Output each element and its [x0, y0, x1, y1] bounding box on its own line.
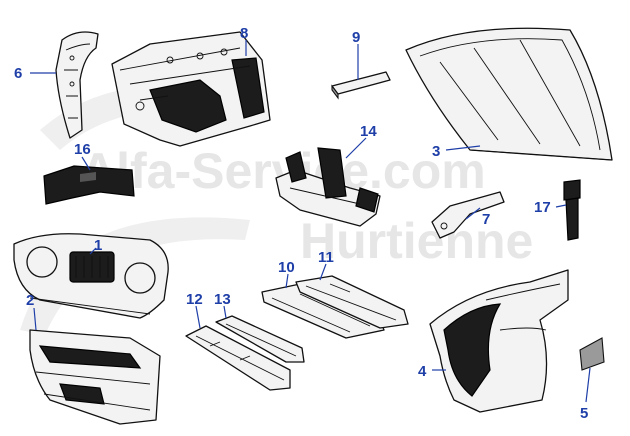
part-4-front-wing[interactable]: [429, 269, 569, 413]
callout-4[interactable]: 4: [418, 363, 427, 380]
part-17-plug[interactable]: [563, 179, 581, 241]
part-16-trim[interactable]: [43, 165, 135, 205]
leader-lines: [30, 40, 591, 403]
part-11-cowl[interactable]: [295, 275, 409, 329]
callout-1[interactable]: 1: [94, 237, 102, 254]
callout-7[interactable]: 7: [482, 211, 490, 228]
callout-12[interactable]: 12: [186, 291, 203, 308]
callout-16[interactable]: 16: [74, 141, 91, 158]
part-5-small-panel[interactable]: [579, 337, 605, 371]
part-1-front-panel[interactable]: [13, 233, 169, 319]
part-7-bracket[interactable]: [431, 191, 505, 239]
callout-9[interactable]: 9: [352, 29, 360, 46]
part-13-rail[interactable]: [215, 315, 305, 363]
callout-11[interactable]: 11: [318, 249, 334, 266]
callout-2[interactable]: 2: [26, 292, 34, 309]
part-8-bulkhead[interactable]: [111, 31, 271, 147]
callout-6[interactable]: 6: [14, 65, 22, 82]
part-2-valance[interactable]: [29, 329, 161, 425]
part-12-rail[interactable]: [185, 325, 291, 391]
callout-14[interactable]: 14: [360, 123, 377, 140]
callout-3[interactable]: 3: [432, 143, 440, 160]
part-6-pillar-panel[interactable]: [55, 31, 99, 139]
part-3-bonnet[interactable]: [405, 27, 613, 161]
part-14-mount[interactable]: [275, 147, 381, 227]
callout-5[interactable]: 5: [580, 405, 588, 422]
callout-8[interactable]: 8: [240, 25, 248, 42]
callout-13[interactable]: 13: [214, 291, 231, 308]
callout-17[interactable]: 17: [534, 199, 551, 216]
part-9-bracket[interactable]: [331, 71, 391, 100]
callout-10[interactable]: 10: [278, 259, 295, 276]
watermark-line-2: Hurtienne: [300, 213, 533, 269]
callouts: 6 8 9 3 14 16 7 17 1 2 12 13 10 11 4 5: [14, 25, 588, 422]
